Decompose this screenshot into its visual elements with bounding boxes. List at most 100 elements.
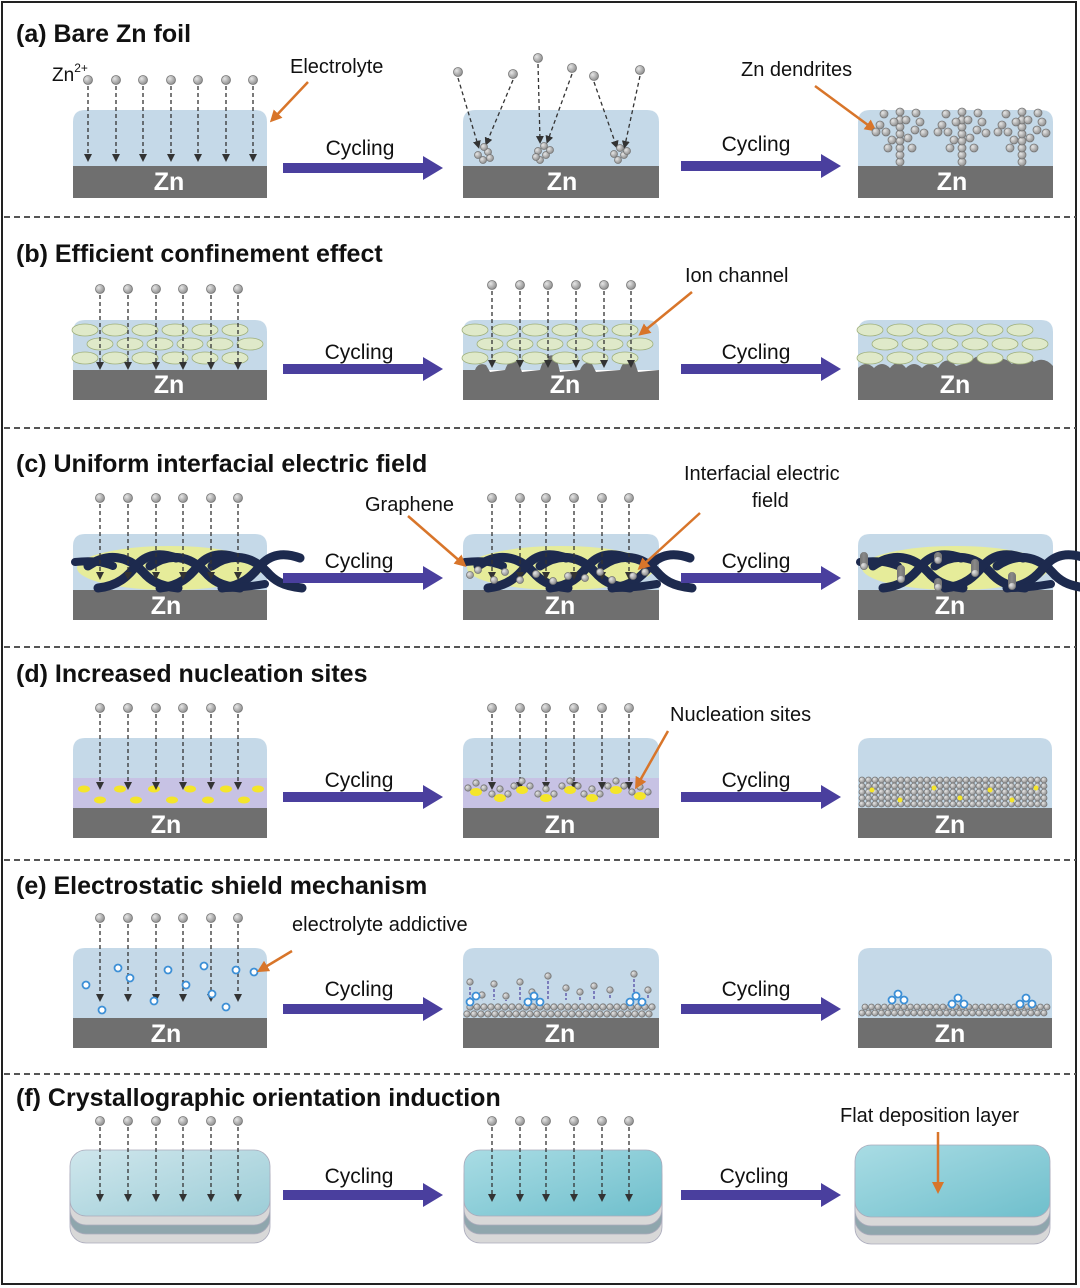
zn-ion <box>571 280 581 290</box>
zn-ion <box>936 782 944 790</box>
cycling-arrow <box>283 997 443 1021</box>
zn-label-d1: Zn <box>151 811 182 839</box>
zn-ion <box>1014 776 1022 784</box>
confinement-particle <box>461 323 489 337</box>
zn-ion <box>943 800 950 808</box>
cycling-arrow <box>681 566 841 590</box>
zn-ion <box>956 1009 963 1017</box>
cycling-arrow-shape <box>283 997 443 1021</box>
zn-ion <box>936 800 944 808</box>
zn-ion <box>490 576 498 584</box>
zn-ion <box>933 127 943 137</box>
zn-ion <box>972 125 982 135</box>
zn-ion <box>617 1010 625 1018</box>
confinement-particle <box>991 337 1019 351</box>
zn-ion <box>889 117 899 127</box>
zn-ion <box>549 577 557 585</box>
nucleation-site <box>610 786 622 794</box>
zn-ion <box>884 800 892 808</box>
zn-ion <box>1001 788 1009 796</box>
confinement-particle <box>611 323 639 337</box>
zn-ion <box>554 1010 562 1018</box>
zn-ion <box>868 1003 875 1011</box>
zn-ion <box>943 794 950 802</box>
zn-ion <box>498 1010 506 1018</box>
zn-ion <box>644 986 652 994</box>
zn-ion <box>936 1009 944 1017</box>
zn-ion <box>1004 1003 1012 1011</box>
zn-ion <box>480 143 488 151</box>
cycling-arrow-shape <box>681 154 841 178</box>
zn-ion <box>975 788 983 796</box>
zn-ion <box>988 800 996 808</box>
zn-ion <box>949 135 959 145</box>
zn-ion <box>543 280 553 290</box>
zn-ion <box>561 1010 569 1018</box>
zn-ion <box>1037 1003 1044 1011</box>
zn-ion <box>541 493 551 503</box>
zn-ion <box>123 1116 133 1126</box>
confinement-particle <box>946 323 974 337</box>
zn-ion <box>620 782 628 790</box>
zn-ion <box>1014 788 1022 796</box>
additive-molecule <box>1021 993 1031 1003</box>
additive-molecule <box>149 996 159 1006</box>
confinement-particle <box>976 351 1004 365</box>
zn-substrate <box>73 590 267 620</box>
confinement-particle <box>191 351 219 365</box>
zn-ion <box>1008 788 1015 796</box>
zn-ion <box>1005 143 1015 153</box>
zn-label-b2: Zn <box>550 371 581 399</box>
zn-ion <box>878 788 885 796</box>
zn-ion <box>871 800 879 808</box>
zn-ion <box>917 788 924 796</box>
zn-ion <box>562 984 570 992</box>
additive-molecule <box>631 991 641 1001</box>
zn-ion <box>550 790 558 798</box>
zn-ion <box>949 800 957 808</box>
zn-ion <box>608 576 616 584</box>
zn-ion <box>504 790 512 798</box>
confinement-particle <box>161 323 189 337</box>
zn-ion <box>943 127 953 137</box>
zn-ion <box>910 794 918 802</box>
zn-ion <box>526 782 534 790</box>
additive-molecule <box>471 991 481 1001</box>
zn-ion <box>532 153 540 161</box>
additive-molecule <box>465 997 475 1007</box>
graphene-sheet <box>461 557 507 570</box>
zn-ion <box>895 107 905 117</box>
zn-ion <box>610 1010 618 1018</box>
zn-ion <box>975 794 983 802</box>
zn-ion <box>496 785 504 793</box>
zn-ion <box>95 703 105 713</box>
zn-ion <box>930 1009 937 1017</box>
zn-ion <box>982 776 989 784</box>
confinement-particle <box>551 323 579 337</box>
nucleation-site <box>634 792 646 800</box>
confinement-particle <box>961 337 989 351</box>
zn-ion <box>542 151 550 159</box>
zn-ion <box>884 1009 892 1017</box>
zn-ion <box>629 572 637 580</box>
additive-molecule <box>625 997 635 1007</box>
panel-d-illustration <box>73 703 1052 838</box>
zn-ion <box>491 1010 499 1018</box>
zn-ion <box>1014 782 1022 790</box>
zn-ion <box>1001 1009 1009 1017</box>
additive-molecule <box>199 961 209 971</box>
substrate-top-face <box>463 1149 663 1217</box>
zn-ion <box>151 1116 161 1126</box>
nucleation-site <box>516 786 528 794</box>
zn-ion <box>206 703 216 713</box>
zn-ion <box>930 794 937 802</box>
zn-ion <box>516 978 524 986</box>
confinement-particle <box>931 337 959 351</box>
nucleation-site <box>166 796 178 804</box>
zn-ion <box>962 782 970 790</box>
additive-molecule <box>1015 999 1025 1009</box>
zn-ion <box>166 75 176 85</box>
cycling-arrow <box>283 156 443 180</box>
zn-ion <box>982 794 989 802</box>
zn-ion <box>466 978 474 986</box>
